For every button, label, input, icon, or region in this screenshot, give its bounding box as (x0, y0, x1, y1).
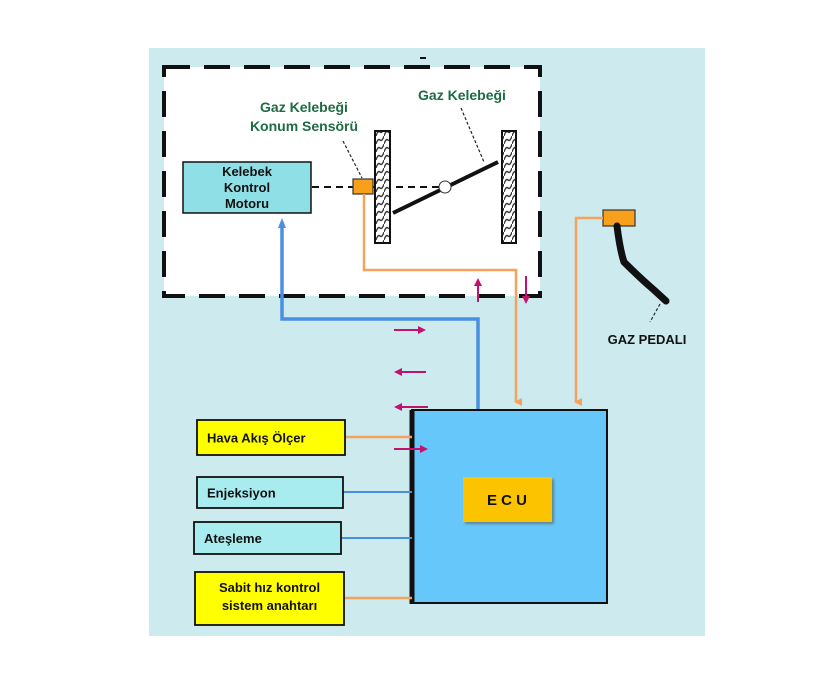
sabit-hiz-kontrol-box (194, 571, 345, 626)
motor-drive-wire (280, 222, 480, 410)
pedal-signal-wire (574, 216, 603, 406)
atesleme-label: Ateşleme (204, 531, 262, 546)
throttle-bore-wall-left (374, 130, 391, 244)
gas-pedal-label: GAZ PEDALI (608, 332, 687, 347)
ecu-label-box (463, 477, 552, 522)
sabit-hiz-kontrol-label-line-2: sistem anahtarı (222, 598, 317, 613)
throttle-bore-wall-right (501, 130, 517, 244)
enjeksiyon-box (196, 476, 344, 509)
throttle-position-sensor (352, 178, 374, 195)
motor-label-line-2: Kontrol (224, 180, 270, 195)
throttle-pivot (438, 180, 452, 194)
enjeksiyon-label: Enjeksiyon (207, 486, 276, 501)
ecu-label: E C U (487, 492, 527, 509)
motor-label-line-3: Motoru (225, 196, 269, 211)
gas-pedal-icon (613, 222, 670, 305)
motor-label-line-1: Kelebek (222, 164, 273, 179)
sensor-signal-wire (362, 194, 522, 406)
sensor-leader-line (342, 140, 363, 179)
hava-akis-olcer-label: Hava Akış Ölçer (207, 431, 306, 446)
position-sensor-label-line-2: Konum Sensörü (250, 118, 358, 134)
position-sensor-label-line-1: Gaz Kelebeği (260, 99, 348, 115)
atesleme-box (193, 521, 342, 555)
motor-wire-tip (278, 218, 286, 228)
hava-akis-olcer-box (196, 419, 346, 456)
sabit-hiz-kontrol-label-line-1: Sabit hız kontrol (219, 580, 320, 595)
throttle-motor-box (182, 161, 312, 214)
pedal-leader-line (649, 303, 661, 323)
throttle-valve-label: Gaz Kelebeği (418, 87, 506, 103)
